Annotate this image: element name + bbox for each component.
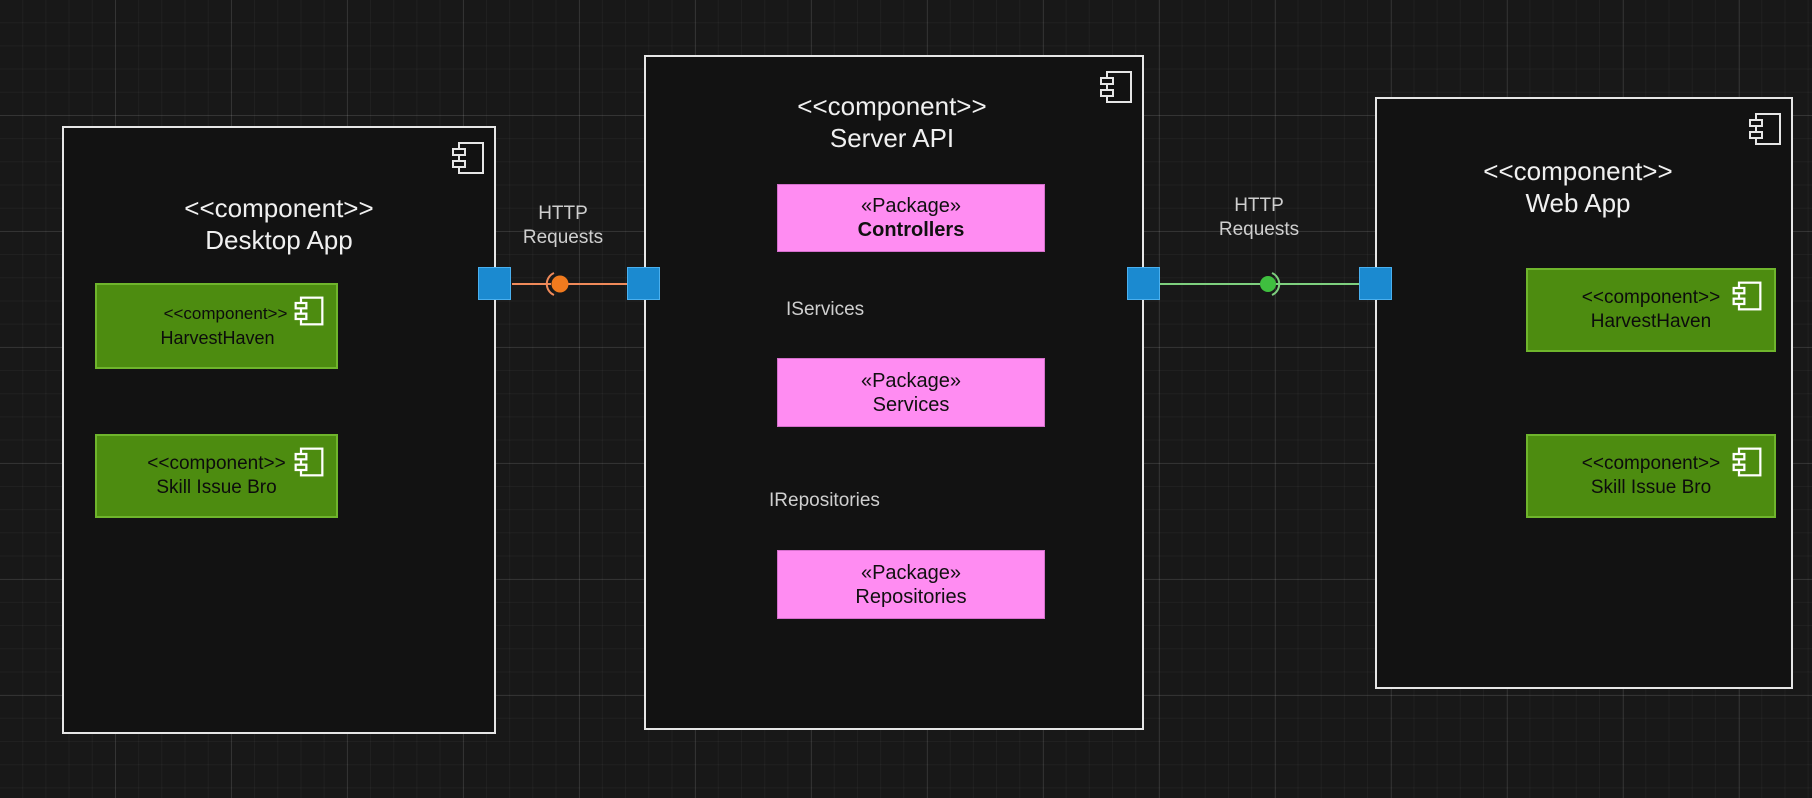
web-app-stereotype: <<component>> <box>1483 156 1673 186</box>
component-icon <box>1732 447 1762 477</box>
package-controllers[interactable]: «Package» Controllers <box>777 184 1045 252</box>
required-socket-http-web <box>1271 272 1281 296</box>
desktop-app-component[interactable]: <<component>> Desktop App <box>62 126 496 734</box>
desktop-harvesthaven-name: HarvestHaven <box>160 328 275 348</box>
provided-interface-http-desktop <box>551 275 569 293</box>
http-label-desktop-line1: HTTP <box>538 203 588 224</box>
web-app-title: Web App <box>1525 188 1631 218</box>
package-controllers-name: Controllers <box>857 219 965 241</box>
http-label-web-line1: HTTP <box>1234 195 1284 216</box>
web-harvesthaven-component[interactable]: <<component>> HarvestHaven <box>1526 268 1776 352</box>
interface-label-iservices: IServices <box>786 299 865 320</box>
desktop-app-stereotype: <<component>> <box>184 193 374 223</box>
desktop-skillissuebro-stereotype: <<component>> <box>147 453 286 474</box>
web-skillissuebro-stereotype: <<component>> <box>1581 453 1721 474</box>
package-controllers-stereotype: «Package» <box>860 195 962 217</box>
provided-interface-http-web <box>1260 276 1276 292</box>
web-app-component[interactable]: <<component>> Web App <box>1375 97 1793 689</box>
http-label-desktop: HTTP Requests <box>519 202 607 250</box>
port-web-in[interactable] <box>1359 267 1392 300</box>
desktop-skillissuebro-name: Skill Issue Bro <box>156 477 277 498</box>
desktop-skillissuebro-component[interactable]: <<component>> Skill Issue Bro <box>95 434 338 518</box>
package-services-name: Services <box>872 393 950 416</box>
server-api-stereotype: <<component>> <box>797 91 987 121</box>
package-repositories-stereotype: «Package» <box>860 561 962 584</box>
web-skillissuebro-component[interactable]: <<component>> Skill Issue Bro <box>1526 434 1776 518</box>
component-icon <box>1100 71 1132 103</box>
component-icon <box>452 142 484 174</box>
web-skillissuebro-name: Skill Issue Bro <box>1590 477 1712 498</box>
server-api-title: Server API <box>829 123 955 153</box>
port-server-in[interactable] <box>627 267 660 300</box>
component-icon <box>294 447 324 477</box>
package-repositories[interactable]: «Package» Repositories <box>777 550 1045 619</box>
http-label-web: HTTP Requests <box>1215 194 1303 242</box>
package-repositories-name: Repositories <box>855 585 967 608</box>
web-harvesthaven-name: HarvestHaven <box>1590 311 1712 332</box>
component-icon <box>294 296 324 326</box>
http-label-web-line2: Requests <box>1218 219 1300 240</box>
port-desktop-out[interactable] <box>478 267 511 300</box>
package-services-stereotype: «Package» <box>860 369 962 392</box>
component-icon <box>1732 281 1762 311</box>
port-server-out[interactable] <box>1127 267 1160 300</box>
component-icon <box>1749 113 1781 145</box>
package-services[interactable]: «Package» Services <box>777 358 1045 427</box>
interface-label-irepositories: IRepositories <box>769 490 880 511</box>
web-harvesthaven-stereotype: <<component>> <box>1581 287 1721 308</box>
desktop-harvesthaven-component[interactable]: <<component>> HarvestHaven <box>95 283 338 369</box>
required-socket-http-desktop <box>545 272 555 296</box>
desktop-app-title: Desktop App <box>205 225 353 255</box>
desktop-harvesthaven-stereotype: <<component>> <box>163 304 288 323</box>
http-label-desktop-line2: Requests <box>522 227 604 248</box>
